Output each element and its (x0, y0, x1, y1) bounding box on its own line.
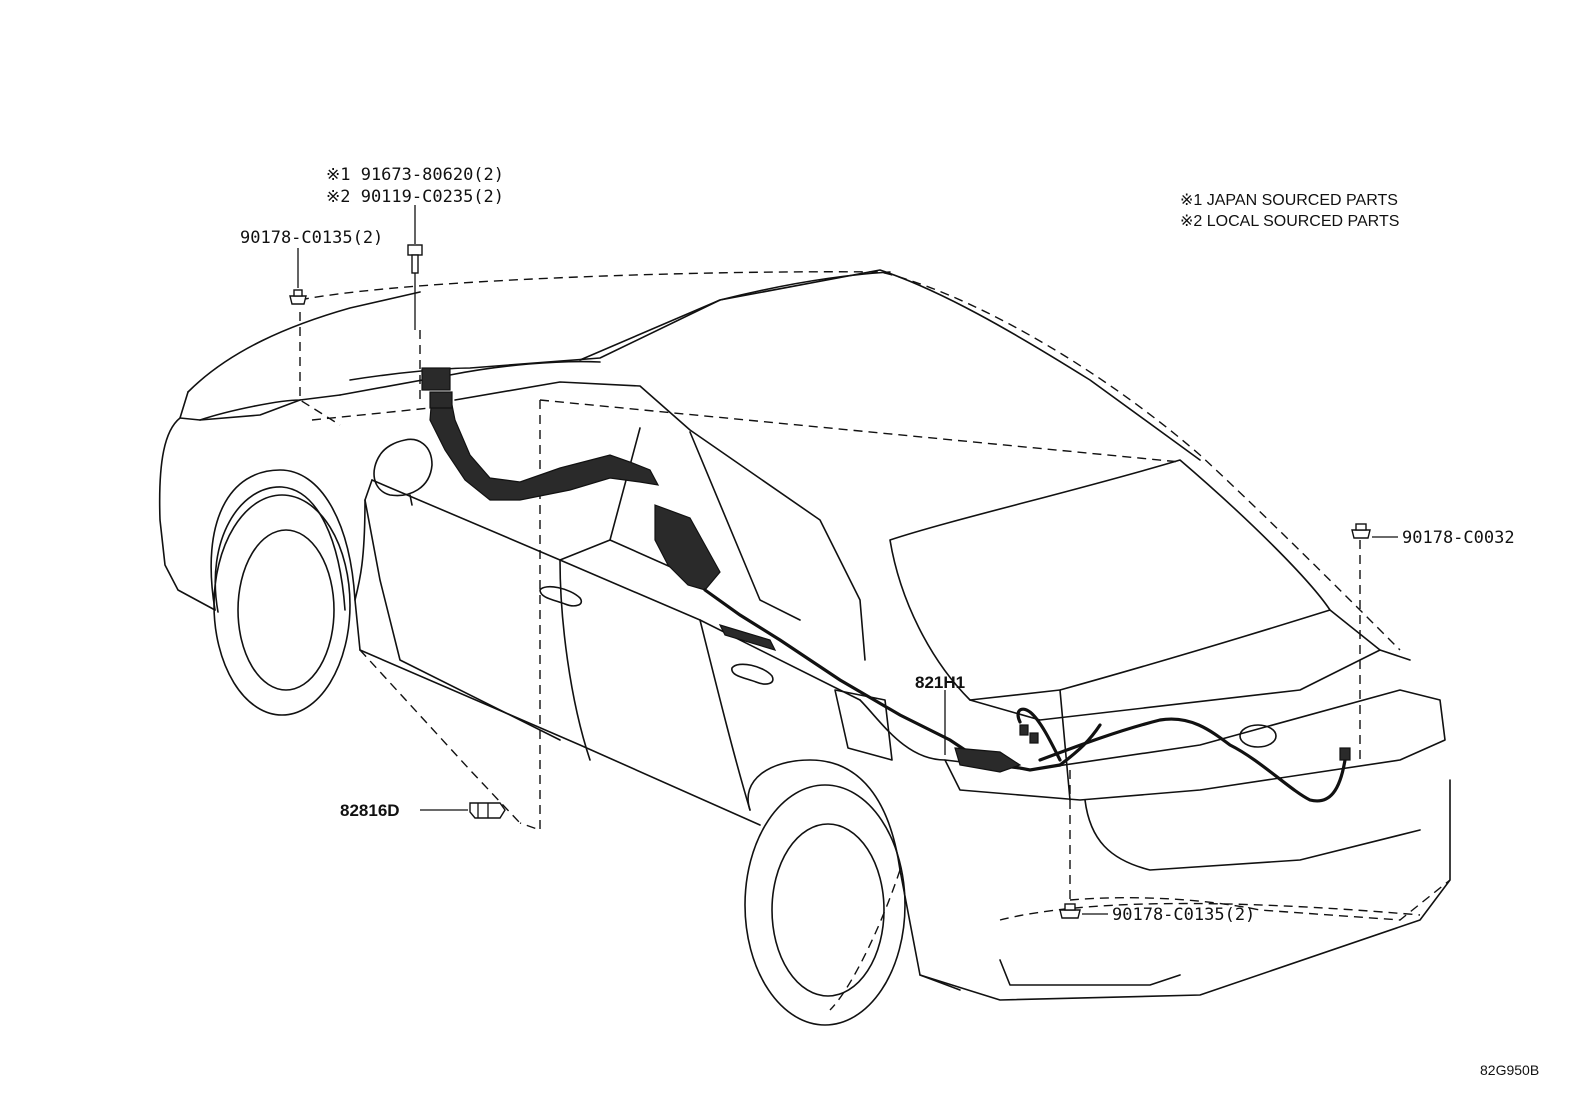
dashed-reference-lines (299, 271, 1451, 1011)
callout-clip-front: 90178-C0135(2) (240, 228, 383, 248)
clip-90178-c0135-rear (1059, 903, 1081, 919)
bolt-91673-80620 (407, 244, 423, 330)
fasteners (289, 244, 1371, 919)
leader-lines (297, 205, 1398, 915)
note-japan-sourced: ※1 JAPAN SOURCED PARTS (1180, 192, 1398, 209)
rear-door-handle (731, 663, 774, 685)
side-mirror (373, 438, 433, 497)
rear-wheel (744, 784, 906, 1026)
wire-harness-821h1 (421, 367, 1351, 803)
clip-90178-c0032 (1351, 523, 1371, 539)
clip-90178-c0135-front (289, 289, 307, 305)
front-wheel (213, 494, 351, 716)
car-body-outline (158, 269, 1451, 1026)
callout-bolt-japan: ※1 91673-80620(2) (326, 165, 504, 185)
callout-harness: 821H1 (915, 673, 965, 692)
callout-clamp: 82816D (340, 801, 400, 820)
note-local-sourced: ※2 LOCAL SOURCED PARTS (1180, 213, 1399, 230)
callout-bolt-local: ※2 90119-C0235(2) (326, 187, 504, 207)
rear-emblem (1239, 724, 1277, 748)
diagram-code: 82G950B (1480, 1062, 1539, 1078)
callout-clip-rear-upper: 90178-C0032 (1402, 528, 1515, 548)
front-door-handle (539, 586, 583, 607)
callout-clip-rear-lower: 90178-C0135(2) (1112, 905, 1255, 925)
clamp-82816d (469, 802, 506, 819)
